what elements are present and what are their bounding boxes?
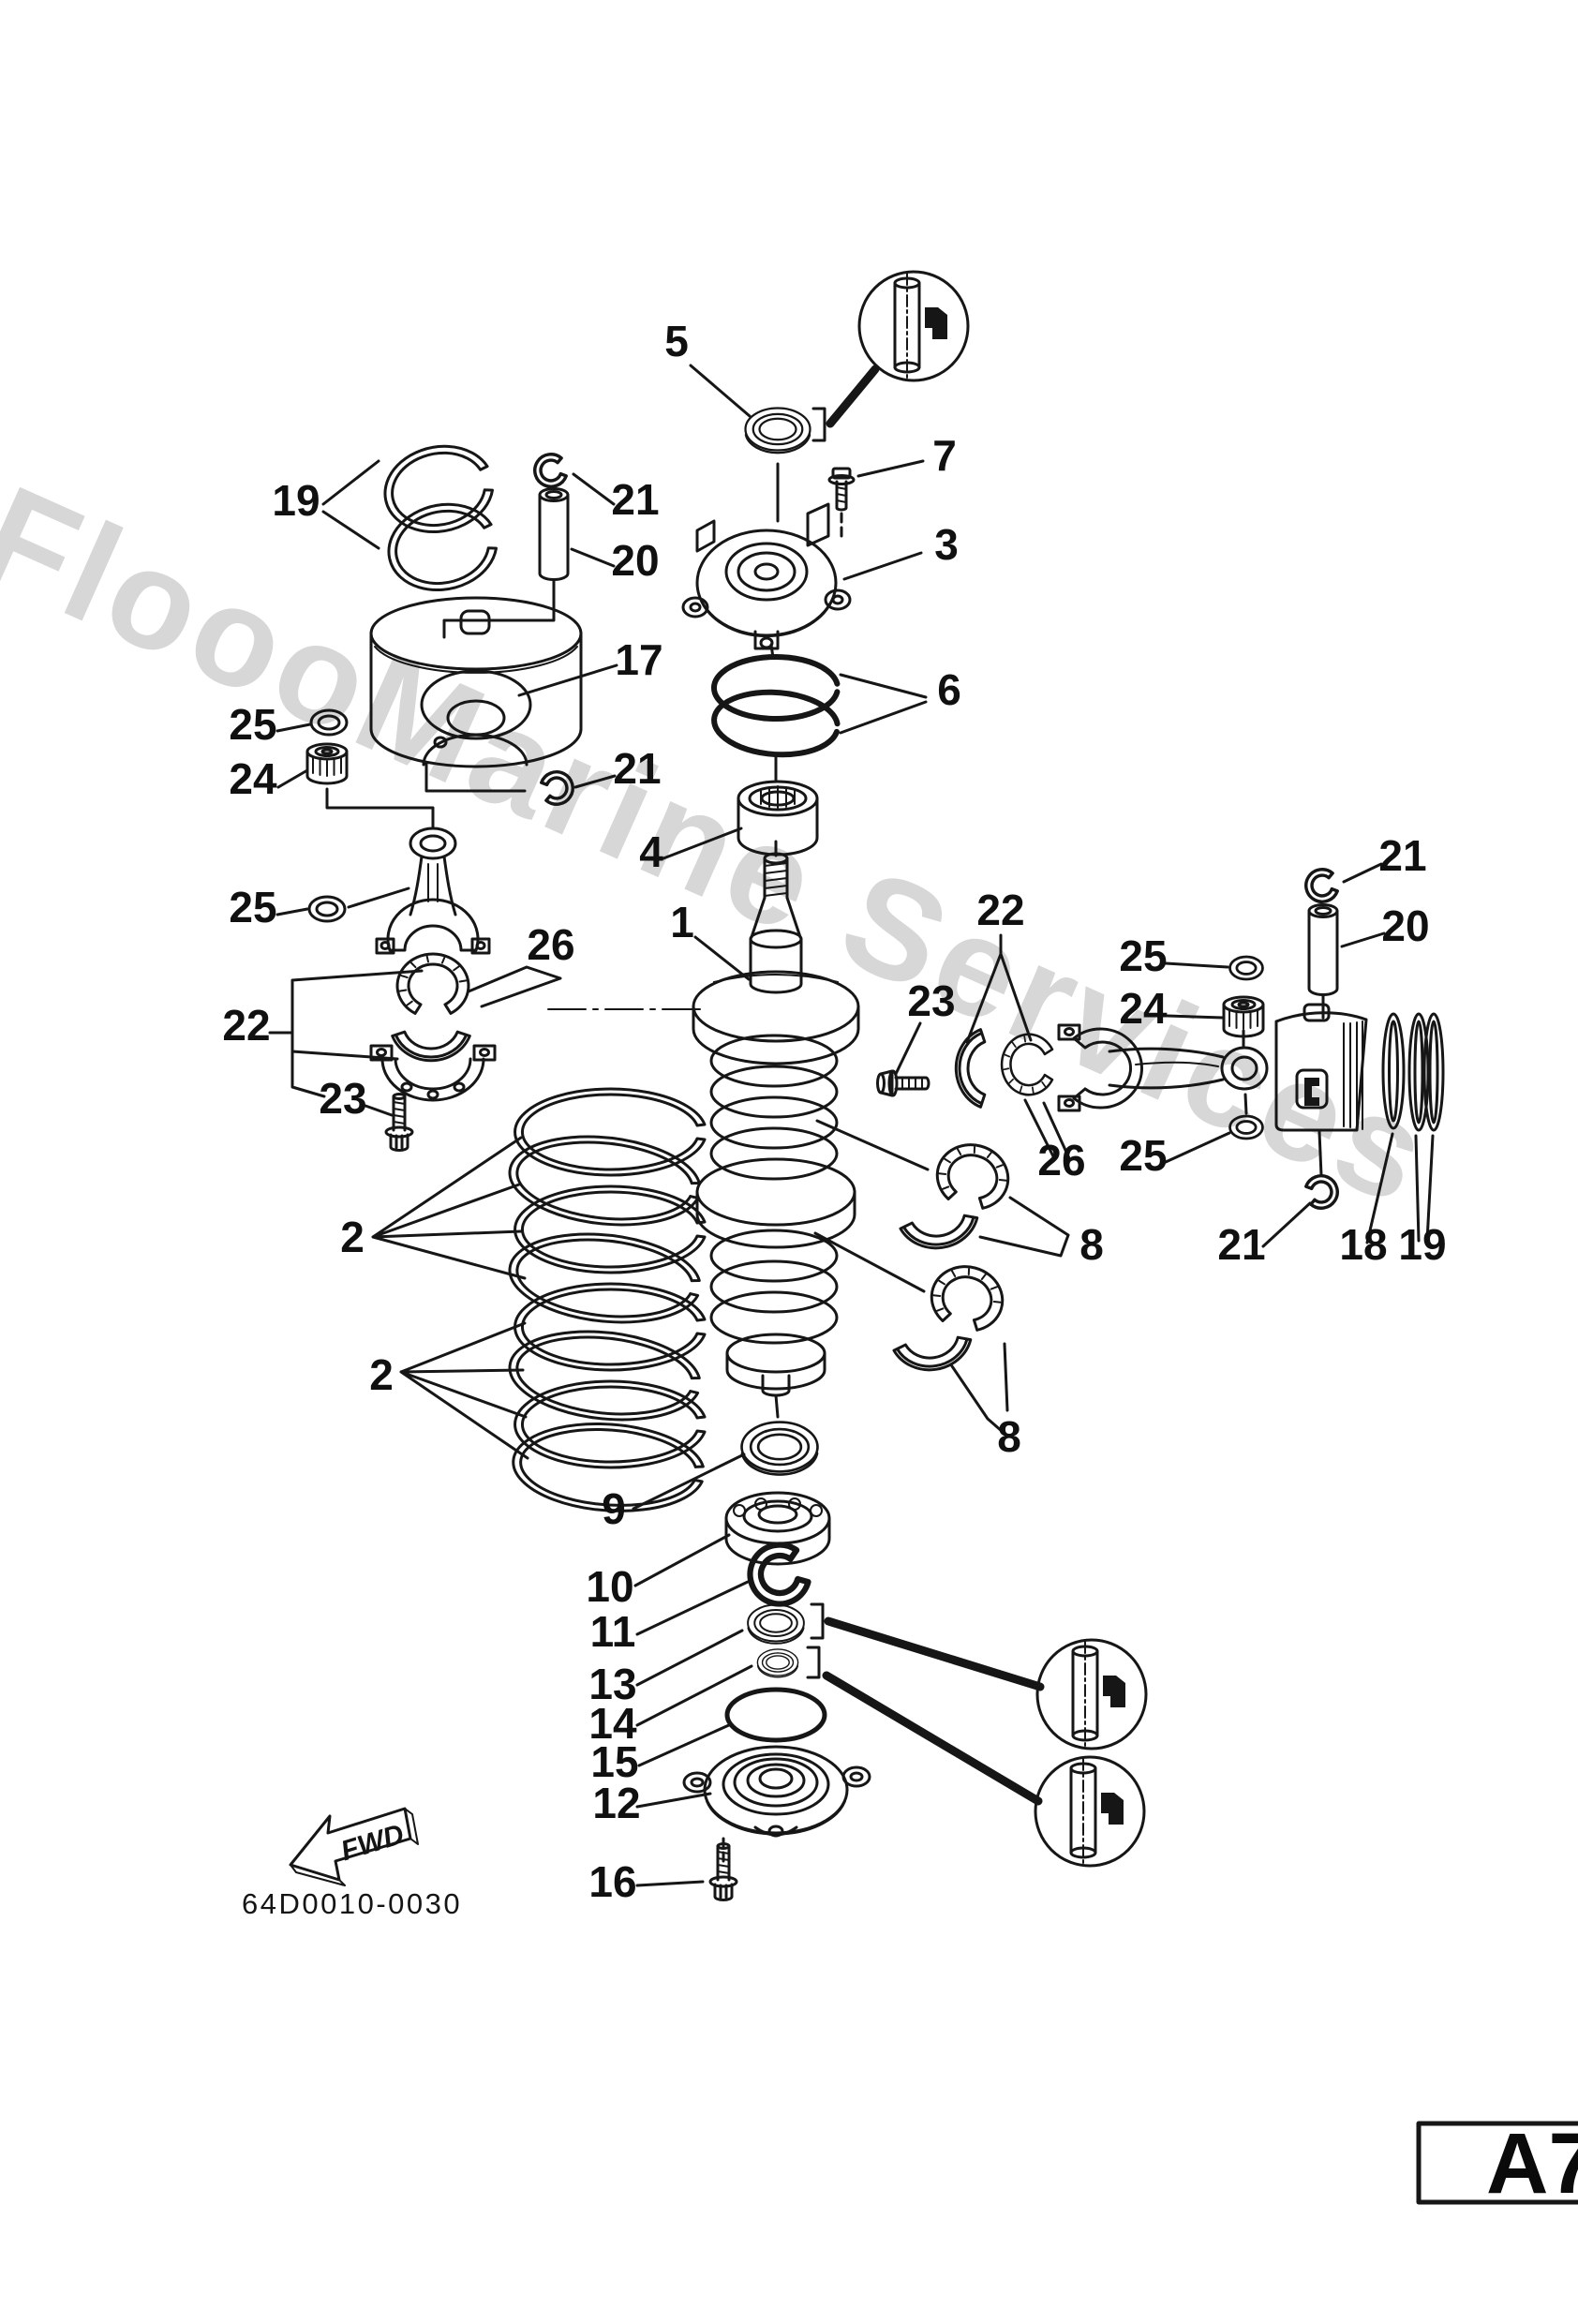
connecting-rod-right: [1057, 1023, 1269, 1112]
piston-pin-20-left: [538, 487, 570, 581]
seal-housing-3: [681, 502, 852, 650]
callout-25: 25: [1119, 1131, 1167, 1180]
o-ring-15: [724, 1687, 827, 1743]
piston-rings-19-left: [375, 435, 504, 602]
callout-22: 22: [976, 886, 1024, 934]
big-end-bearings-8: [891, 1135, 1018, 1377]
ball-bearing-10: [724, 1491, 831, 1566]
callout-5: 5: [664, 317, 689, 365]
seal-orientation-detail-icon-bottom-2: [1034, 1755, 1146, 1868]
callout-2: 2: [369, 1350, 394, 1399]
seal-ring-stack-2: [503, 1087, 707, 1519]
page-ref: A7: [1486, 2116, 1578, 2212]
fwd-arrow-icon: FWD: [289, 1807, 419, 1886]
washer-25-right-upper: [1228, 955, 1264, 981]
callout-7: 7: [932, 431, 957, 480]
connecting-rod-left: [369, 827, 497, 1102]
callout-23: 23: [907, 976, 955, 1025]
pin-clip-21-upper-left: [529, 449, 570, 492]
oil-seal-5: [744, 407, 811, 454]
callout-1: 1: [670, 898, 694, 946]
callout-18: 18: [1339, 1220, 1387, 1269]
seal-orientation-detail-icon-top: [811, 270, 970, 442]
callout-21: 21: [1217, 1220, 1265, 1269]
piston-rings-19-right: [1407, 1012, 1445, 1132]
piston-pin-20-right: [1307, 903, 1339, 996]
callout-19: 19: [272, 476, 320, 525]
callout-25: 25: [229, 883, 276, 931]
callout-12: 12: [592, 1779, 640, 1827]
callout-8: 8: [997, 1412, 1021, 1461]
oil-seal-13: [747, 1603, 805, 1645]
circlip-11: [742, 1539, 812, 1613]
callout-17: 17: [615, 635, 662, 684]
callout-20: 20: [611, 536, 659, 585]
callout-26: 26: [1037, 1136, 1085, 1184]
callout-24: 24: [1119, 984, 1168, 1033]
piston-17: [369, 596, 583, 768]
callout-13: 13: [588, 1660, 636, 1708]
seal-ring-9: [740, 1421, 819, 1476]
piston-18-right: [1274, 1003, 1368, 1132]
washer-25-left-lower: [307, 895, 347, 923]
callout-8: 8: [1079, 1220, 1104, 1269]
seal-orientation-detail-icon-bottom-1: [1035, 1638, 1148, 1750]
callout-20: 20: [1381, 901, 1429, 950]
callout-25: 25: [1119, 931, 1167, 980]
callout-6: 6: [937, 665, 961, 714]
page-ref-box: A7: [1416, 2116, 1578, 2212]
callout-16: 16: [588, 1857, 636, 1906]
bolt-7: [827, 467, 856, 512]
piston-rings-6: [712, 657, 840, 758]
callout-25: 25: [229, 700, 276, 749]
callout-23: 23: [319, 1074, 366, 1123]
rod-bolt-23-left: [384, 1093, 414, 1152]
leader-lines: [268, 364, 1435, 1887]
pin-clip-21-right-top: [1301, 864, 1341, 907]
crankshaft-1: [692, 852, 860, 1397]
callout-26: 26: [527, 920, 574, 969]
callout-21: 21: [1378, 831, 1426, 880]
callout-15: 15: [590, 1737, 638, 1786]
callout-21: 21: [613, 744, 661, 793]
oil-seal-14: [756, 1648, 799, 1678]
callout-3: 3: [934, 520, 959, 569]
callout-21: 21: [611, 475, 659, 524]
callout-22: 22: [222, 1001, 270, 1050]
detail-brackets: [806, 1602, 1045, 1806]
assembly-axis-lines: [325, 462, 1325, 1863]
callout-11: 11: [590, 1607, 636, 1656]
piston-ring-18-right: [1381, 1012, 1406, 1130]
drawing-code: 64D0010-0030: [242, 1887, 462, 1920]
callout-9: 9: [602, 1484, 626, 1533]
callout-24: 24: [229, 754, 277, 803]
callout-4: 4: [639, 827, 663, 876]
callout-19: 19: [1398, 1220, 1446, 1269]
callout-2: 2: [340, 1213, 365, 1261]
rod-bolt-23-right: [876, 1069, 930, 1097]
callout-14: 14: [588, 1699, 637, 1748]
callout-10: 10: [586, 1562, 633, 1611]
bearing-housing-12: [682, 1745, 871, 1838]
